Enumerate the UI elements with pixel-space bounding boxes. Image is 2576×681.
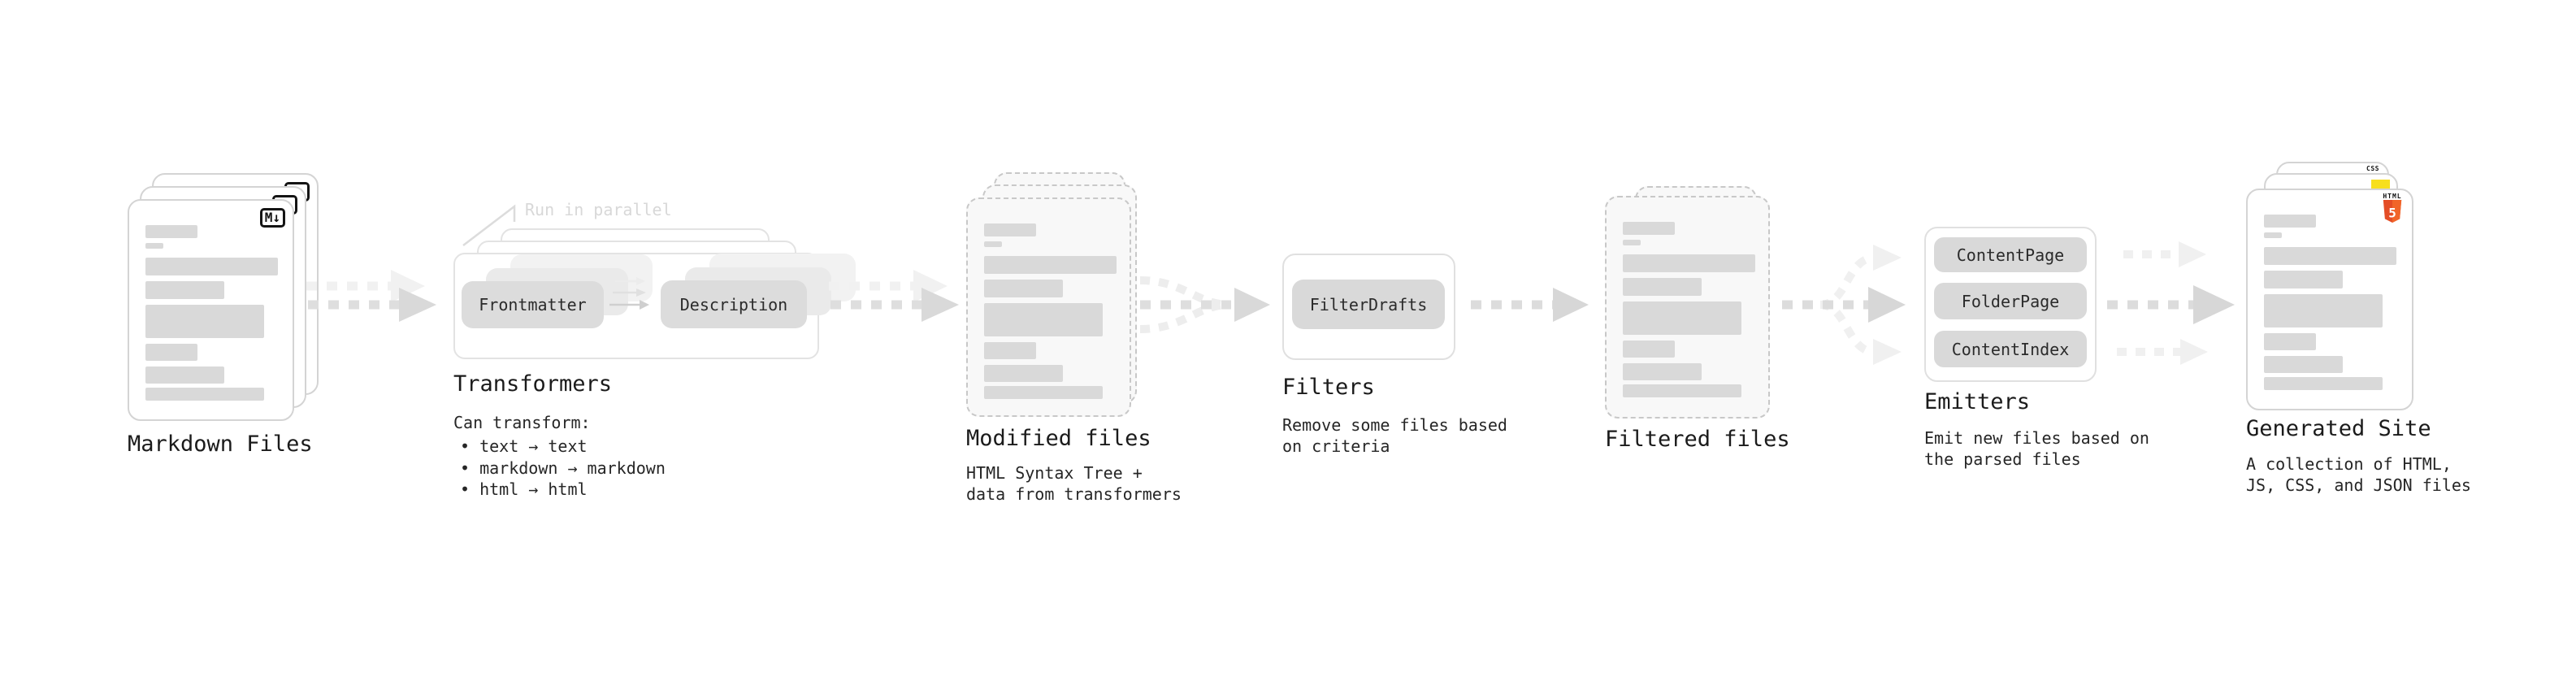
markdown-file-card-front: M↓ — [128, 199, 294, 421]
markdown-icon: M↓ — [259, 208, 285, 228]
text-line-placeholder — [2264, 377, 2383, 390]
text-line-placeholder — [145, 344, 197, 361]
folder-page-pill: FolderPage — [1934, 283, 2087, 319]
js-file-icon — [2371, 180, 2390, 190]
text-line-placeholder — [145, 243, 163, 249]
arrow-emitters-to-generated — [2107, 241, 2235, 365]
text-line-placeholder — [2264, 333, 2316, 350]
text-line-placeholder — [2264, 271, 2343, 288]
arrow-filtered-to-emitters — [1782, 245, 1906, 365]
text-line-placeholder — [1623, 340, 1675, 358]
text-line-placeholder — [2264, 294, 2383, 327]
modified-files-subtitle: HTML Syntax Tree + — [966, 463, 1143, 483]
text-line-placeholder — [984, 280, 1063, 297]
modified-files-subtitle: data from transformers — [966, 484, 1182, 504]
text-line-placeholder — [145, 305, 264, 338]
text-line-placeholder — [984, 223, 1036, 236]
text-line-placeholder — [1623, 301, 1741, 335]
markdown-files-title: Markdown Files — [128, 432, 313, 457]
transformers-bullet: • text → text — [460, 436, 588, 456]
text-line-placeholder — [984, 256, 1117, 274]
text-line-placeholder — [1623, 222, 1675, 235]
transformer-step-arrows — [609, 277, 649, 310]
text-line-placeholder — [1623, 384, 1741, 397]
modified-files-title: Modified files — [966, 426, 1151, 451]
arrow-filters-to-filtered — [1471, 288, 1589, 322]
filtered-file-card-front — [1605, 196, 1770, 419]
text-line-placeholder — [145, 367, 224, 384]
transformers-title: Transformers — [453, 371, 613, 397]
html5-icon: HTML 5 — [2382, 193, 2403, 226]
text-line-placeholder — [984, 342, 1036, 359]
generated-html-file-card: HTML 5 — [2246, 189, 2413, 410]
transformers-heading: Can transform: — [453, 413, 591, 432]
text-line-placeholder — [145, 225, 197, 238]
text-line-placeholder — [1623, 363, 1702, 380]
content-page-pill: ContentPage — [1934, 237, 2087, 272]
filters-subtitle: Remove some files based — [1282, 415, 1507, 435]
text-line-placeholder — [1623, 254, 1755, 272]
generated-site-subtitle: A collection of HTML, — [2246, 454, 2452, 474]
emitters-subtitle: Emit new files based on — [1924, 428, 2149, 448]
run-in-parallel-leader-line — [462, 204, 516, 246]
run-in-parallel-note: Run in parallel — [525, 200, 672, 219]
frontmatter-pill: Frontmatter — [462, 281, 604, 328]
text-line-placeholder — [145, 258, 278, 275]
text-line-placeholder — [145, 388, 264, 401]
emitters-subtitle: the parsed files — [1924, 449, 2081, 469]
filters-subtitle: on criteria — [1282, 436, 1390, 456]
content-index-pill: ContentIndex — [1934, 331, 2087, 367]
text-line-placeholder — [984, 303, 1103, 336]
arrow-markdown-to-transformers — [306, 270, 436, 322]
text-line-placeholder — [2264, 232, 2282, 238]
generated-site-title: Generated Site — [2246, 416, 2431, 441]
filters-title: Filters — [1282, 375, 1375, 400]
description-pill: Description — [661, 280, 807, 328]
text-line-placeholder — [1623, 278, 1702, 296]
svg-text:5: 5 — [2388, 205, 2396, 220]
text-line-placeholder — [2264, 247, 2396, 265]
modified-file-card-front — [966, 197, 1131, 417]
arrow-modified-to-filters — [1139, 276, 1270, 333]
text-line-placeholder — [2264, 215, 2316, 228]
text-line-placeholder — [145, 281, 224, 299]
transformers-bullet: • markdown → markdown — [460, 458, 666, 478]
text-line-placeholder — [984, 386, 1103, 399]
generated-site-subtitle: JS, CSS, and JSON files — [2246, 475, 2471, 495]
text-line-placeholder — [2264, 356, 2343, 373]
filtered-files-title: Filtered files — [1605, 427, 1790, 452]
arrow-transformers-to-modified — [829, 270, 959, 322]
transformers-bullet: • html → html — [460, 479, 588, 499]
text-line-placeholder — [984, 241, 1002, 247]
filter-drafts-pill: FilterDrafts — [1292, 280, 1445, 329]
text-line-placeholder — [984, 365, 1063, 382]
emitters-title: Emitters — [1924, 389, 2031, 414]
text-line-placeholder — [1623, 240, 1641, 245]
